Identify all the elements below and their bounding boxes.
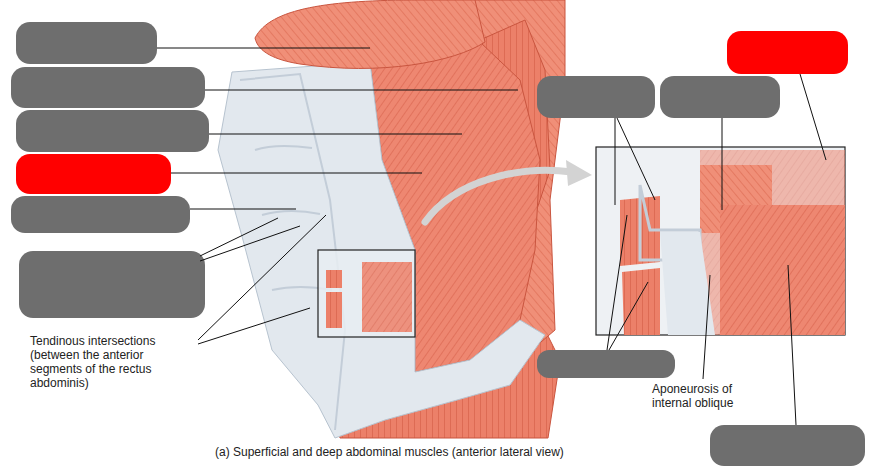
caption-holder: (a) Superficial and deep abdominal muscl… [215,445,675,459]
blank-label-box [537,76,655,118]
inset-window [318,250,415,337]
torso-illustration [218,0,565,438]
pointer-arrowhead [566,160,592,186]
label-text-holder: Aponeurosis of internal oblique [652,382,772,410]
blank-label-box [16,110,209,152]
aponeurosis [218,62,545,438]
caption: (a) Superficial and deep abdominal muscl… [215,445,675,459]
blank-label-box [16,22,157,64]
leader-lines [157,48,826,425]
blank-label-box [537,350,675,378]
blank-label-box [660,76,780,118]
label-text: Aponeurosis of internal oblique [652,382,772,410]
blank-label-box [710,425,865,466]
label-boxes [11,22,865,466]
inset-muscle [362,262,412,332]
inset-muscle [326,292,342,328]
pectoralis-muscle [255,0,485,68]
inset-muscle [326,270,342,288]
highlight-label-box [16,154,171,194]
blank-label-box [11,67,205,108]
label-text-holder: Tendinous intersections (between the ant… [30,334,198,390]
blank-label-box [11,196,190,233]
pointer-arrow [425,170,572,222]
highlight-label-box [727,31,848,74]
blank-label-box [19,251,205,318]
label-text: Tendinous intersections (between the ant… [30,334,198,390]
